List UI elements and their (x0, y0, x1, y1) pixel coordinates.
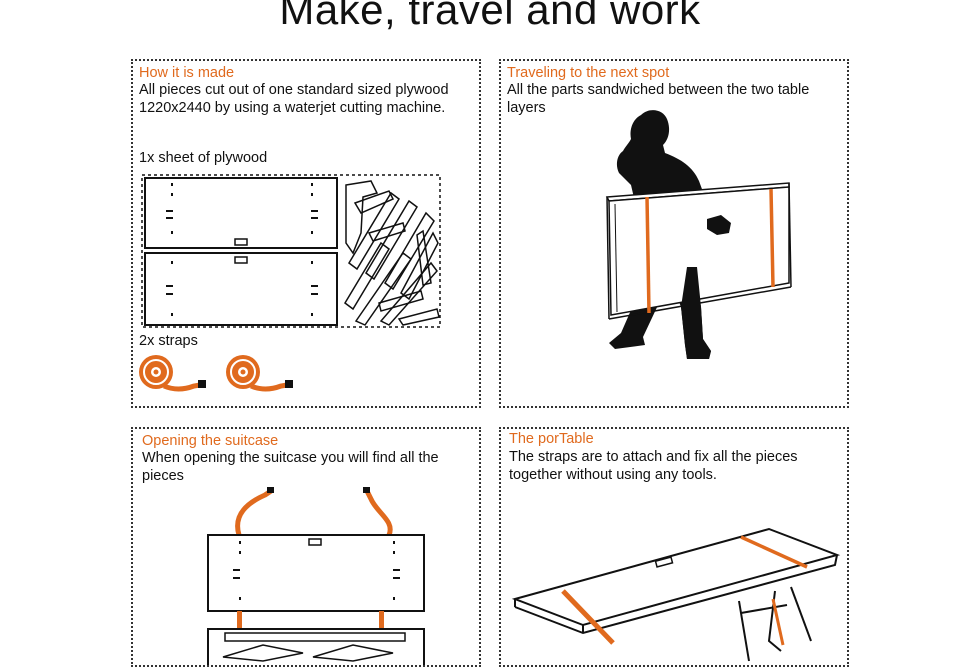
page-title: Make, travel and work (279, 0, 701, 33)
open-suitcase-illustration (207, 487, 425, 665)
panel-title: The porTable (509, 431, 594, 447)
assembled-table-illustration (511, 527, 841, 662)
panel-title: How it is made (139, 65, 235, 81)
panel-description: The straps are to attach and fix all the… (509, 449, 798, 483)
person-carrying-table-illustration (605, 110, 792, 359)
panel-title: Opening the suitcase (142, 433, 279, 449)
panel-opening-suitcase: Opening the suitcase When opening the su… (131, 427, 481, 667)
panel-how-it-is-made: How it is made All pieces cut out of one… (131, 59, 481, 408)
strap-roll-icon (226, 355, 293, 392)
panel-traveling: Traveling to the next spot All the parts… (499, 59, 849, 408)
panel-title: Traveling to the next spot (507, 65, 670, 81)
panel-description: All pieces cut out of one standard sized… (139, 82, 449, 116)
strap-roll-icon (139, 355, 206, 392)
plywood-sheet-label: 1x sheet of plywood (139, 150, 268, 166)
panel-the-portable: The porTable The straps are to attach an… (499, 427, 849, 667)
straps-label: 2x straps (139, 333, 198, 349)
plywood-cut-layout-illustration (141, 174, 441, 328)
panel-description: When opening the suitcase you will find … (142, 450, 439, 484)
panel-description: All the parts sandwiched between the two… (507, 82, 810, 116)
